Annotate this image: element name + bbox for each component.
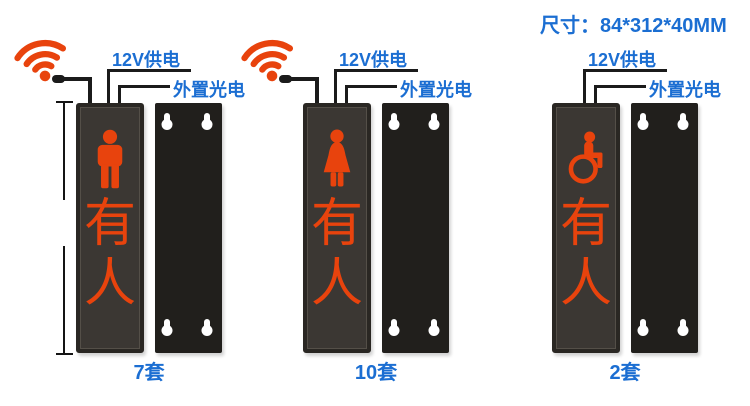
mounting-plate: [631, 103, 698, 353]
keyhole-slot: [428, 113, 440, 130]
occupied-char-ren: 人: [83, 256, 136, 313]
indicator-unit-male: 12V供电 外置光电 有 人 7套: [0, 0, 260, 406]
antenna-wire: [88, 77, 92, 103]
keyhole-slot: [428, 319, 440, 336]
height-dimension-line: [63, 101, 65, 200]
height-dimension-line: [63, 246, 65, 355]
antenna-wire: [315, 77, 319, 103]
keyhole-slot: [201, 319, 213, 336]
keyhole-slot: [637, 113, 649, 130]
wifi-icon: [241, 39, 294, 82]
indicator-panel-accessible: 有 人: [552, 103, 620, 353]
occupied-char-you: 有: [83, 196, 136, 253]
indicator-unit-accessible: 12V供电 外置光电 有 人 2套: [476, 0, 736, 406]
wifi-icon: [14, 39, 67, 82]
external-sensor-label: 外置光电: [173, 80, 245, 100]
sensor-wire: [345, 85, 397, 88]
sensor-wire: [118, 85, 121, 104]
indicator-panel-male: 有 人: [76, 103, 144, 353]
occupied-char-you: 有: [559, 196, 612, 253]
external-sensor-label: 外置光电: [400, 80, 472, 100]
power-supply-label: 12V供电: [112, 50, 181, 70]
sensor-wire: [345, 85, 348, 104]
sensor-wire: [594, 85, 597, 104]
power-supply-label: 12V供电: [339, 50, 408, 70]
keyhole-slot: [388, 319, 400, 336]
height-dimension-tick-bottom: [56, 353, 73, 355]
external-sensor-label: 外置光电: [649, 80, 721, 100]
power-wire: [583, 69, 586, 104]
keyhole-slot: [201, 113, 213, 130]
keyhole-slot: [677, 113, 689, 130]
power-wire: [583, 69, 667, 72]
power-wire: [334, 69, 418, 72]
quantity-label: 7套: [133, 362, 165, 384]
mounting-plate: [382, 103, 449, 353]
occupied-char-ren: 人: [310, 256, 363, 313]
quantity-label: 10套: [354, 362, 398, 384]
occupied-char-you: 有: [310, 196, 363, 253]
sensor-wire: [118, 85, 170, 88]
male-icon: [97, 129, 123, 189]
antenna-wire: [56, 77, 92, 81]
female-icon: [323, 129, 351, 187]
keyhole-slot: [677, 319, 689, 336]
keyhole-slot: [161, 113, 173, 130]
keyhole-slot: [388, 113, 400, 130]
product-dimensions-label: 尺寸：84*312*40MM: [540, 15, 727, 37]
sensor-wire: [594, 85, 646, 88]
occupied-char-ren: 人: [559, 256, 612, 313]
power-wire: [107, 69, 110, 104]
mounting-plate: [155, 103, 222, 353]
power-wire: [334, 69, 337, 104]
keyhole-slot: [637, 319, 649, 336]
power-wire: [107, 69, 191, 72]
wheelchair-icon: [568, 131, 603, 184]
indicator-unit-female: 12V供电 外置光电 有 人 10套: [227, 0, 487, 406]
antenna-wire: [283, 77, 319, 81]
keyhole-slot: [161, 319, 173, 336]
quantity-label: 2套: [609, 362, 641, 384]
power-supply-label: 12V供电: [588, 50, 657, 70]
indicator-panel-female: 有 人: [303, 103, 371, 353]
